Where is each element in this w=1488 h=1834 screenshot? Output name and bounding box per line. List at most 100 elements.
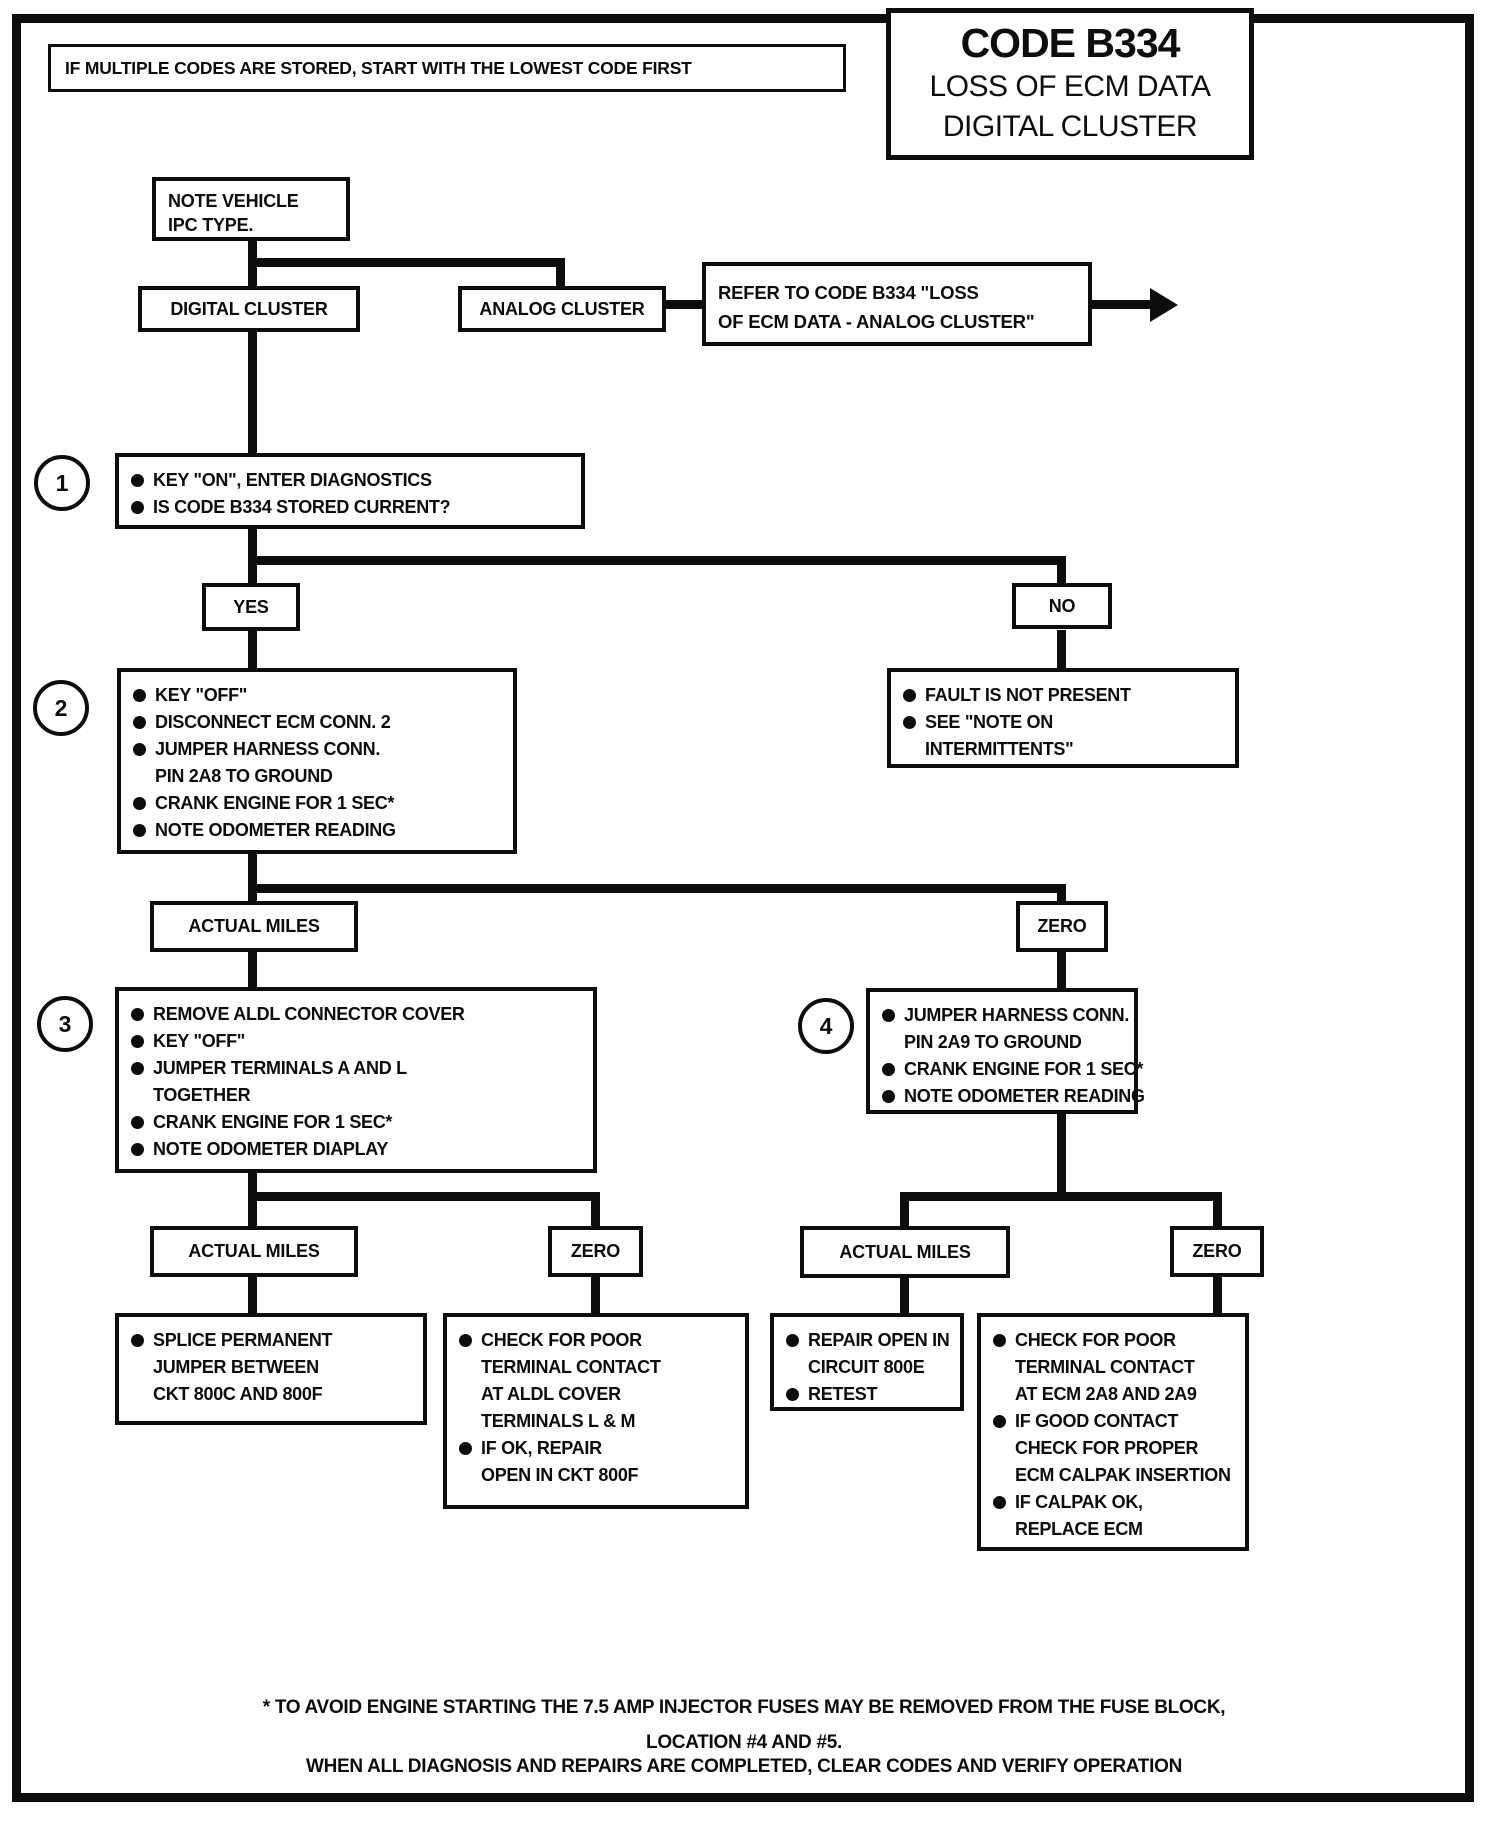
yes-box: YES	[202, 583, 300, 631]
connector	[591, 1277, 600, 1313]
step4-box: JUMPER HARNESS CONN.PIN 2A9 TO GROUND CRA…	[866, 988, 1145, 1114]
bullet-line: JUMPER BETWEEN	[153, 1357, 319, 1377]
bullet-icon	[993, 1415, 1006, 1428]
repair-800e-box: REPAIR OPEN IN CIRCUIT 800E RETEST	[770, 1313, 964, 1411]
connector	[1057, 952, 1066, 989]
bullet-icon	[133, 824, 146, 837]
connector	[1057, 630, 1066, 668]
connector	[248, 1277, 257, 1313]
bullet-line: CRANK ENGINE FOR 1 SEC*	[155, 793, 395, 813]
digital-cluster-box: DIGITAL CLUSTER	[138, 286, 360, 332]
bullet-line: NOTE ODOMETER DIAPLAY	[153, 1139, 389, 1159]
connector	[666, 300, 706, 309]
connector	[1213, 1192, 1222, 1226]
bullet-item: FAULT IS NOT PRESENT	[903, 682, 1229, 709]
bullet-line: REPLACE ECM	[1015, 1519, 1143, 1539]
bullet-icon	[903, 689, 916, 702]
connector	[591, 1192, 600, 1226]
bullet-icon	[882, 1090, 895, 1103]
bullet-line: OPEN IN CKT 800F	[481, 1465, 639, 1485]
connector	[556, 258, 565, 287]
title-subtitle-1: LOSS OF ECM DATA	[929, 70, 1211, 103]
bullet-line: FAULT IS NOT PRESENT	[925, 685, 1131, 705]
connector	[900, 1192, 909, 1226]
connector	[248, 258, 565, 267]
no-box: NO	[1012, 583, 1112, 629]
connector	[248, 556, 1066, 565]
bullet-line: CHECK FOR POOR	[481, 1330, 642, 1350]
refer-line-2: OF ECM DATA - ANALOG CLUSTER"	[718, 311, 1035, 332]
bullet-item: IF OK, REPAIR OPEN IN CKT 800F	[459, 1435, 739, 1489]
actual-miles-box-2: ACTUAL MILES	[150, 1226, 358, 1277]
step3-number: 3	[37, 996, 93, 1052]
footnote-fuses-line-2: LOCATION #4 AND #5.	[646, 1732, 842, 1753]
bullet-line: KEY "OFF"	[155, 685, 248, 705]
bullet-item: REPAIR OPEN IN CIRCUIT 800E	[786, 1327, 954, 1381]
footnote-fuses-line-1: * TO AVOID ENGINE STARTING THE 7.5 AMP I…	[262, 1697, 1226, 1718]
note-line-2: IPC TYPE.	[168, 215, 254, 235]
refer-analog-box: REFER TO CODE B334 "LOSS OF ECM DATA - A…	[702, 262, 1092, 346]
bullet-line: KEY "ON", ENTER DIAGNOSTICS	[153, 470, 432, 490]
bullet-line: AT ECM 2A8 AND 2A9	[1015, 1384, 1197, 1404]
connector	[248, 630, 257, 668]
bullet-line: RETEST	[808, 1384, 878, 1404]
zero-box-3: ZERO	[1170, 1226, 1264, 1277]
zero-box-1: ZERO	[1016, 901, 1108, 952]
connector	[248, 884, 1066, 893]
bullet-line: JUMPER HARNESS CONN.	[155, 739, 381, 759]
bullet-item: JUMPER HARNESS CONN.PIN 2A9 TO GROUND	[882, 1002, 1129, 1056]
bullet-line: REPAIR OPEN IN	[808, 1330, 950, 1350]
bullet-icon	[131, 1334, 144, 1347]
bullet-item: JUMPER TERMINALS A AND L TOGETHER	[131, 1055, 587, 1109]
connector	[248, 952, 257, 988]
bullet-icon	[131, 1143, 144, 1156]
bullet-line: IF OK, REPAIR	[481, 1438, 602, 1458]
bullet-item: CRANK ENGINE FOR 1 SEC*	[131, 1109, 587, 1136]
bullet-item: RETEST	[786, 1381, 954, 1408]
bullet-line: TOGETHER	[153, 1085, 251, 1105]
zero-box-2: ZERO	[548, 1226, 643, 1277]
connector	[1057, 884, 1066, 901]
bullet-icon	[131, 474, 144, 487]
bullet-line: CHECK FOR PROPER	[1015, 1438, 1199, 1458]
connector	[248, 528, 257, 583]
step4-number: 4	[798, 998, 854, 1054]
bullet-item: NOTE ODOMETER READING	[133, 817, 507, 844]
bullet-line: CRANK ENGINE FOR 1 SEC*	[904, 1059, 1144, 1079]
refer-line-1: REFER TO CODE B334 "LOSS	[718, 282, 979, 303]
bullet-line: CHECK FOR POOR	[1015, 1330, 1176, 1350]
bullet-icon	[882, 1009, 895, 1022]
bullet-icon	[133, 689, 146, 702]
bullet-item: CRANK ENGINE FOR 1 SEC*	[882, 1056, 1143, 1083]
bullet-line: AT ALDL COVER	[481, 1384, 621, 1404]
bullet-line: CKT 800C AND 800F	[153, 1384, 323, 1404]
connector	[1213, 1277, 1222, 1313]
bullet-line: CIRCUIT 800E	[808, 1357, 925, 1377]
bullet-item: JUMPER HARNESS CONN.PIN 2A8 TO GROUND	[133, 736, 507, 790]
connector	[248, 332, 257, 453]
page-border	[12, 14, 1474, 1802]
notice-text: IF MULTIPLE CODES ARE STORED, START WITH…	[65, 57, 692, 78]
bullet-item: KEY "OFF"	[131, 1028, 587, 1055]
bullet-item: REMOVE ALDL CONNECTOR COVER	[131, 1001, 587, 1028]
bullet-line: JUMPER TERMINALS A AND L	[153, 1058, 407, 1078]
bullet-icon	[131, 1116, 144, 1129]
connector	[900, 1277, 909, 1313]
bullet-line: IF CALPAK OK,	[1015, 1492, 1143, 1512]
bullet-icon	[459, 1334, 472, 1347]
bullet-line: IF GOOD CONTACT	[1015, 1411, 1179, 1431]
bullet-line: PIN 2A9 TO GROUND	[904, 1032, 1082, 1052]
connector	[1092, 300, 1152, 309]
bullet-icon	[993, 1496, 1006, 1509]
actual-miles-box-1: ACTUAL MILES	[150, 901, 358, 952]
bullet-icon	[903, 716, 916, 729]
connector	[1057, 1113, 1066, 1201]
